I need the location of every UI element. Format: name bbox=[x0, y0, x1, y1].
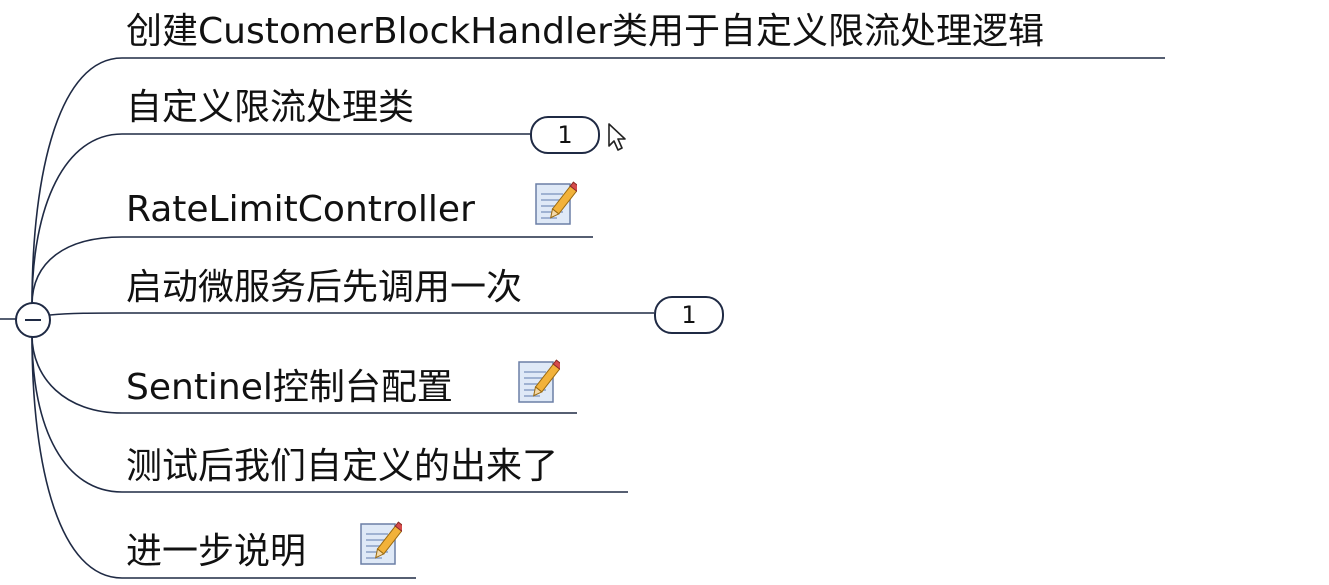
collapse-toggle[interactable] bbox=[15, 302, 51, 338]
topic-create-customer-block-handler[interactable]: 创建CustomerBlockHandler类用于自定义限流处理逻辑 bbox=[126, 11, 1044, 52]
branch-line-5 bbox=[31, 334, 577, 414]
mouse-pointer-icon bbox=[608, 123, 626, 151]
note-pencil-icon[interactable] bbox=[533, 180, 577, 228]
branch-line-6 bbox=[31, 334, 628, 493]
branch-line-2 bbox=[31, 133, 530, 306]
branch-line-3 bbox=[31, 236, 593, 306]
collapsed-count-badge-2[interactable]: 1 bbox=[654, 296, 724, 334]
collapsed-count-badge-1[interactable]: 1 bbox=[530, 116, 600, 154]
branch-line-1 bbox=[31, 57, 1165, 306]
note-pencil-icon[interactable] bbox=[358, 520, 402, 568]
topic-sentinel-console-config[interactable]: Sentinel控制台配置 bbox=[126, 367, 453, 408]
topic-custom-rate-limit-class[interactable]: 自定义限流处理类 bbox=[126, 87, 415, 128]
note-pencil-icon[interactable] bbox=[516, 358, 560, 406]
topic-further-explanation[interactable]: 进一步说明 bbox=[126, 531, 307, 572]
topic-rate-limit-controller[interactable]: RateLimitController bbox=[126, 189, 475, 230]
branch-line-7 bbox=[31, 334, 416, 579]
topic-custom-shown-after-test[interactable]: 测试后我们自定义的出来了 bbox=[126, 446, 559, 487]
branch-line-4 bbox=[49, 312, 654, 316]
topic-call-once-after-start[interactable]: 启动微服务后先调用一次 bbox=[126, 267, 523, 308]
